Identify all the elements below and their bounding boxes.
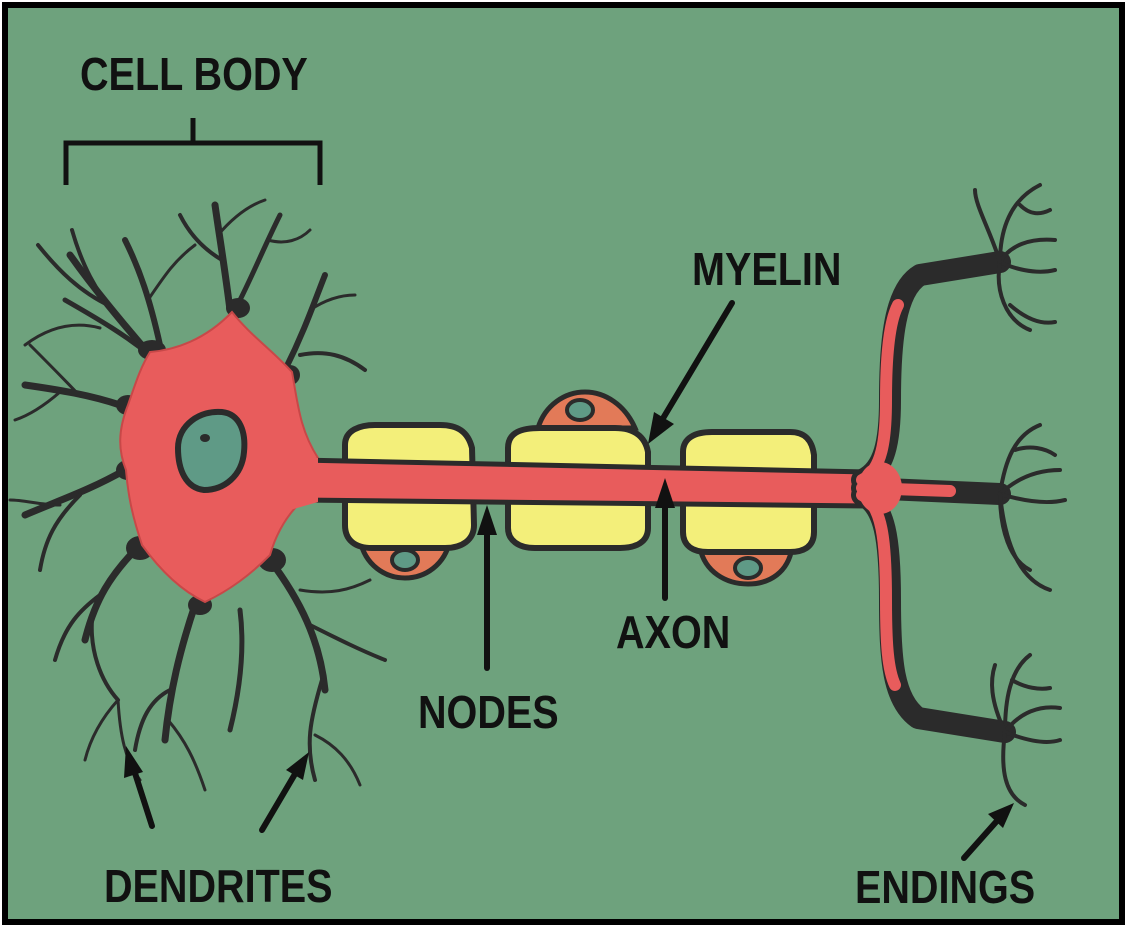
label-endings: ENDINGS xyxy=(855,862,1035,913)
schwann-nucleus-bottom-2 xyxy=(735,558,761,578)
schwann-nucleus-bottom-1 xyxy=(392,550,418,570)
nucleus xyxy=(178,412,244,490)
label-dendrites: DENDRITES xyxy=(104,861,333,912)
nucleolus xyxy=(200,434,210,442)
axon-hillock xyxy=(290,452,318,510)
label-cell-body: CELL BODY xyxy=(80,49,308,100)
schwann-nucleus-top xyxy=(567,400,593,420)
label-myelin: MYELIN xyxy=(692,244,841,295)
label-nodes: NODES xyxy=(418,687,559,738)
label-axon: AXON xyxy=(616,607,730,658)
